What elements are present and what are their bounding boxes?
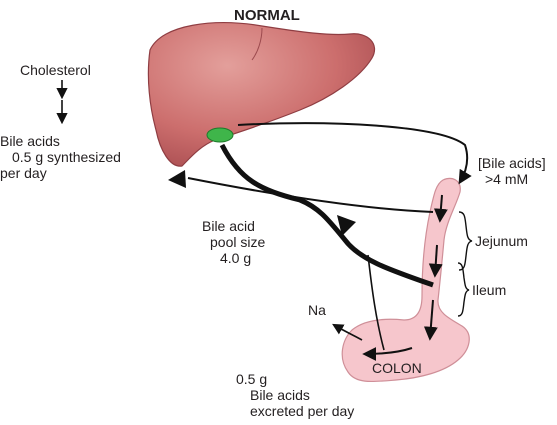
secretion-arrow	[237, 122, 472, 185]
ileum-brace	[457, 262, 470, 317]
jejunum-brace	[458, 211, 473, 271]
jejunal-absorption-line	[187, 177, 434, 213]
synthesis-amount-label: 0.5 g synthesized	[12, 149, 121, 165]
liver-fissure-line	[251, 27, 263, 61]
pool-label-2: pool size	[210, 234, 266, 250]
intestine-flow-arrow-1	[433, 194, 448, 223]
bile-acid-concentration-label: [Bile acids]	[478, 155, 546, 171]
pool-label-1: Bile acid	[202, 218, 255, 234]
ileum-label: Ileum	[472, 282, 507, 298]
excretion-label-3: excreted per day	[250, 403, 355, 419]
excretion-label-2: Bile acids	[250, 387, 310, 403]
colon-flow-arrow	[362, 346, 413, 361]
synthesis-rate-label: per day	[0, 165, 47, 181]
diagram-title: NORMAL	[234, 7, 300, 24]
pool-size-value: 4.0 g	[220, 250, 252, 266]
intestine-flow-arrow-2	[428, 244, 443, 278]
jejunum-label: Jejunum	[475, 233, 528, 249]
bile-acid-concentration-value: >4 mM	[485, 171, 529, 187]
colonic-return-line	[367, 254, 385, 351]
portal-return-path	[219, 143, 434, 288]
cholesterol-label: Cholesterol	[20, 62, 91, 78]
intestine-icon	[341, 177, 470, 383]
excretion-amount-label: 0.5 g	[236, 371, 268, 387]
portal-return-arrowhead-upper	[168, 170, 186, 188]
colon-label: COLON	[372, 360, 422, 376]
sodium-label: Na	[308, 302, 326, 318]
portal-return-arrowhead-lower	[337, 215, 356, 236]
bile-acids-label: Bile acids	[0, 133, 60, 149]
gallbladder-icon	[206, 127, 234, 143]
liver-icon	[147, 22, 376, 167]
sodium-arrow	[332, 323, 363, 341]
intestine-flow-arrow-3	[423, 299, 438, 341]
